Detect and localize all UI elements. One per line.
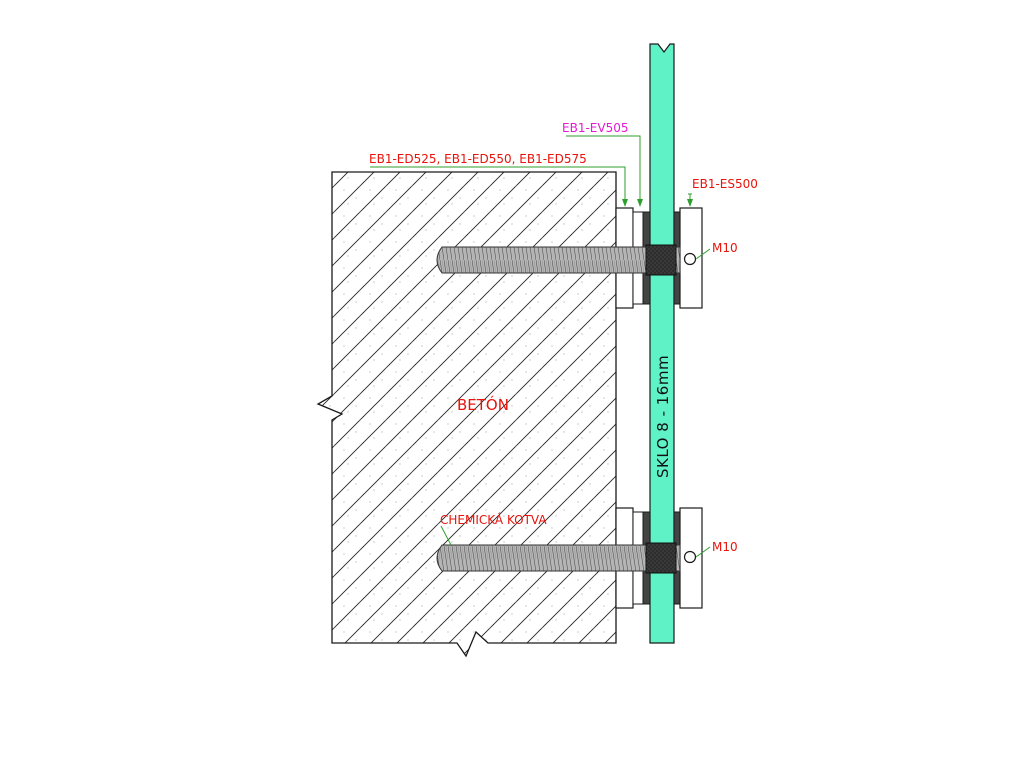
label-ev505: EB1-EV505 [562, 121, 628, 135]
label-ed-series: EB1-ED525, EB1-ED550, EB1-ED575 [369, 152, 587, 166]
threaded-rod-bottom [436, 542, 697, 574]
label-beton: BETÓN [457, 395, 509, 414]
leader-m10-bottom [695, 546, 711, 558]
leader-m10-top [695, 248, 711, 260]
rod-sleeve-top [645, 244, 677, 276]
label-m10-bottom: M10 [712, 540, 738, 554]
threaded-rod-top [436, 244, 697, 276]
rod-end-top [683, 252, 697, 266]
label-es500: EB1-ES500 [692, 177, 758, 191]
label-m10-top: M10 [712, 241, 738, 255]
leader-ed [370, 166, 626, 205]
concrete-block [316, 171, 617, 658]
label-sklo: SKLO 8 - 16mm [654, 355, 672, 478]
leader-kotva [440, 525, 452, 546]
leader-ev505 [566, 135, 641, 205]
label-chemicka-kotva: CHEMICKÁ KOTVA [440, 512, 547, 527]
rod-end-bottom [683, 550, 697, 564]
rod-sleeve-bottom [645, 542, 677, 574]
leader-lines [370, 135, 711, 558]
glass-panel [649, 43, 675, 644]
concrete-outline [316, 171, 617, 658]
